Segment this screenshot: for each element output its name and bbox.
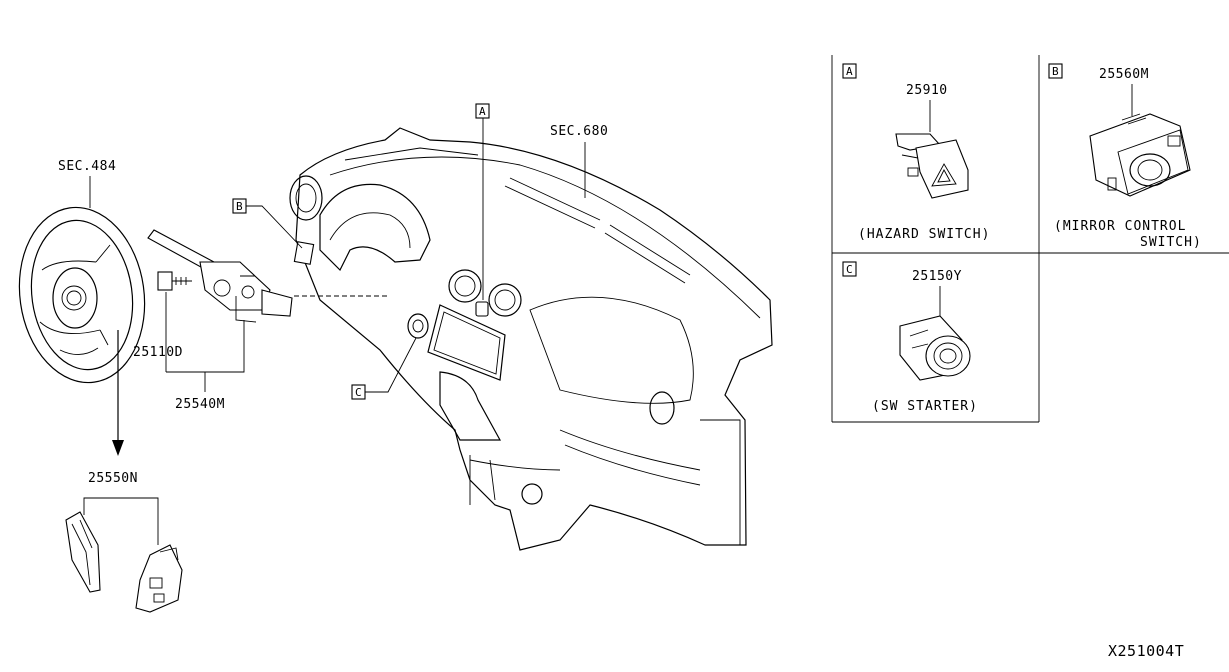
part-25540m-label: 25540M bbox=[175, 397, 225, 412]
callout-b-dash: B bbox=[232, 198, 303, 249]
svg-text:A: A bbox=[479, 105, 486, 118]
detail-a-hazard-switch: A 25910 bbox=[842, 63, 969, 199]
svg-text:C: C bbox=[355, 386, 362, 399]
callout-a-label: A bbox=[846, 65, 853, 78]
bolt-25110d bbox=[157, 271, 192, 291]
callout-c-dash: C bbox=[351, 337, 417, 400]
instrument-panel bbox=[289, 127, 773, 551]
detail-panels bbox=[831, 55, 1229, 423]
part-25560m-label: 25560M bbox=[1099, 67, 1149, 82]
part-25910-label: 25910 bbox=[906, 83, 948, 98]
detail-c-starter-switch: C 25150Y bbox=[842, 261, 971, 381]
detail-b-mirror-control: B 25560M bbox=[1048, 63, 1191, 197]
mirror-control-caption-line2: SWITCH) bbox=[1140, 235, 1202, 250]
steering-wheel bbox=[18, 206, 146, 384]
callout-c-label: C bbox=[846, 263, 853, 276]
sec-484-label: SEC.484 bbox=[58, 159, 116, 174]
starter-switch-caption: (SW STARTER) bbox=[872, 399, 978, 414]
combination-switch bbox=[147, 229, 293, 323]
part-25110d-label: 25110D bbox=[133, 345, 183, 360]
callout-a-dash: A bbox=[475, 103, 490, 300]
part-25150y-label: 25150Y bbox=[912, 269, 962, 284]
sec-680-label: SEC.680 bbox=[550, 124, 608, 139]
svg-text:B: B bbox=[236, 200, 243, 213]
hazard-switch-caption: (HAZARD SWITCH) bbox=[858, 227, 990, 242]
arrow-down-icon bbox=[112, 440, 124, 456]
part-25550n-label: 25550N bbox=[88, 471, 138, 486]
callout-b-label: B bbox=[1052, 65, 1059, 78]
mirror-control-caption-line1: (MIRROR CONTROL bbox=[1054, 219, 1186, 234]
paddle-switch-left bbox=[65, 511, 101, 593]
drawing-code: X251004T bbox=[1108, 642, 1184, 660]
paddle-switch-right bbox=[135, 544, 183, 613]
